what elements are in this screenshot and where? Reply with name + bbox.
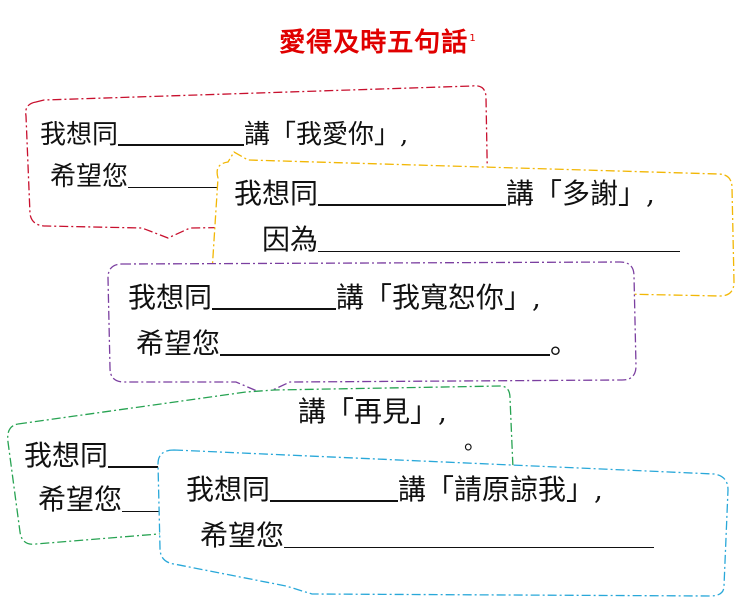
prompt-line-2: 希望您	[200, 519, 655, 552]
prompt-line-1: 我想同 講「多謝」,	[234, 180, 655, 208]
phrase-text: 講「多謝」,	[506, 177, 655, 210]
prefix-text: 我想同	[40, 120, 119, 150]
speech-bubble-sorry: 我想同 講「請原諒我」, 希望您	[154, 446, 738, 597]
prefix-text: 我想同	[186, 473, 271, 506]
speech-bubble-frame	[107, 261, 637, 395]
name-blank[interactable]	[318, 180, 507, 208]
speech-bubble-thanks: 我想同 講「多謝」, 因為	[208, 150, 740, 298]
speech-bubble-forgive: 我想同 講「我寬恕你」, 希望您 。	[106, 258, 638, 398]
prefix-text: 希望您	[200, 519, 285, 552]
worksheet-title: 愛得及時五句話1	[0, 22, 756, 59]
reason-blank[interactable]	[318, 226, 681, 254]
prompt-line-1: 我想同 講「請原諒我」,	[186, 476, 603, 504]
speech-bubble-frame	[157, 449, 729, 597]
phrase-text: 講「再見」,	[298, 395, 447, 428]
prompt-line-1: 我想同 講「我寬恕你」,	[128, 284, 541, 312]
prefix-text: 我想同	[234, 177, 319, 210]
end-punct: 。	[550, 327, 579, 360]
end-punct-line-1: 。	[464, 432, 486, 454]
prompt-line-2: 因為	[262, 223, 681, 256]
prompt-line-1-phrase: 講「再見」,	[298, 398, 447, 426]
wish-blank[interactable]	[220, 330, 551, 358]
phrase-text: 講「我愛你」,	[244, 120, 409, 150]
prefix-text: 希望您	[136, 327, 221, 360]
prefix-text: 我想同	[128, 281, 213, 314]
prefix-text: 希望您	[50, 162, 129, 192]
phrase-text: 講「請原諒我」,	[398, 473, 603, 506]
name-blank[interactable]	[118, 122, 245, 148]
prefix-text: 我想同	[24, 439, 109, 472]
prefix-text: 因為	[262, 223, 319, 256]
wish-blank[interactable]	[122, 486, 183, 514]
prefix-text: 希望您	[38, 483, 123, 516]
end-punct: 。	[464, 430, 487, 455]
wish-blank[interactable]	[284, 522, 655, 550]
phrase-text: 講「我寬恕你」,	[336, 281, 541, 314]
name-blank[interactable]	[270, 476, 399, 504]
title-text: 愛得及時五句話	[279, 28, 469, 58]
prompt-line-1: 我想同 講「我愛你」,	[40, 122, 408, 148]
title-footnote-marker: 1	[469, 33, 477, 45]
prompt-line-2: 希望您 。	[136, 330, 578, 358]
name-blank[interactable]	[212, 284, 337, 312]
prompt-line-2: 希望您	[38, 483, 183, 516]
prompt-line-1: 我想同	[24, 439, 277, 472]
